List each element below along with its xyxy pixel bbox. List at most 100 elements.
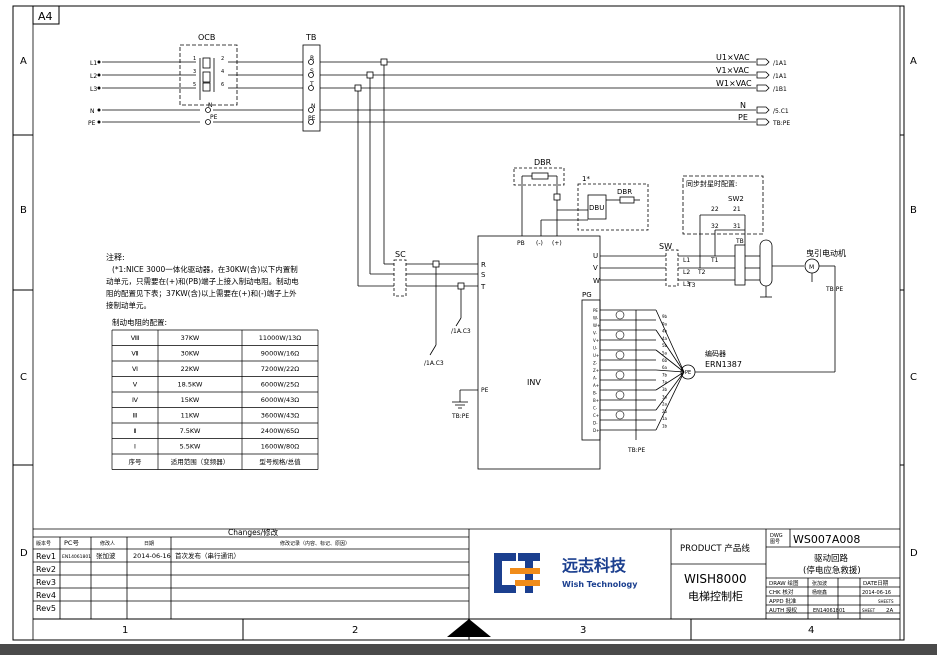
pg-pin-label: D+: [593, 428, 599, 433]
sheets-label: SHEETS: [878, 599, 894, 604]
col-label-1: 1: [122, 625, 128, 636]
rev2-label: Rev2: [36, 565, 56, 574]
rev1-person: 张加波: [96, 551, 116, 560]
date-value: 2014-06-16: [862, 590, 891, 596]
table-cell-spec: 6000W/43Ω: [261, 396, 299, 404]
notes-title: 注释:: [106, 252, 125, 262]
col-date: 日期: [144, 541, 154, 547]
mains-n: N: [90, 108, 95, 115]
ref-pe: TB:PE: [772, 120, 790, 127]
pg-pin-label: D-: [593, 421, 598, 426]
ref-n: /5.C1: [773, 108, 789, 115]
encoder-model: ERN1387: [705, 360, 742, 369]
center-marker-right: [469, 619, 491, 637]
table-cell-spec: 2400W/65Ω: [261, 427, 299, 435]
out-pe: PE: [738, 113, 748, 122]
table-cell-no: Ⅳ: [132, 396, 138, 404]
tb-t: T: [309, 81, 314, 88]
table-cell-kw: 18.5KW: [178, 381, 204, 389]
pg-pin-label: C+: [593, 413, 599, 418]
sync-21: 21: [733, 206, 741, 213]
mains-l1: L1: [90, 60, 97, 67]
pg-pin-label: Z-: [593, 361, 598, 366]
table-cell-spec: 1600W/80Ω: [261, 443, 299, 451]
draw-name: 张加波: [812, 580, 827, 587]
dwg-label-cn: 图号: [770, 539, 780, 545]
col-person: 修改人: [100, 540, 115, 547]
pg-pin-label: V+: [593, 338, 599, 343]
auth-label: AUTH 授权: [769, 606, 798, 614]
encoder-cable-pin-label: 1b: [662, 424, 668, 429]
ocb-term-1: 1: [193, 56, 196, 62]
dbr-label: DBR: [534, 158, 552, 167]
ref-w1: /1B1: [773, 86, 787, 93]
table-cell-spec: 6000W/25Ω: [261, 381, 299, 389]
chk-name: 杨晓鑫: [812, 589, 827, 596]
out-w1: W1×VAC: [716, 79, 752, 88]
ocb-term-4: 4: [221, 69, 224, 75]
tb-r: R: [310, 55, 314, 62]
auth-number: EN14061801: [813, 608, 845, 614]
row-label-c-right: C: [910, 372, 917, 383]
sw-l2: L2: [683, 269, 690, 276]
encoder-cable-pin-label: 6b: [662, 358, 668, 363]
dwg-number: WS007A008: [793, 533, 860, 546]
encoder-cable-pin-label: 9a: [662, 321, 668, 326]
motor-symbol: M: [809, 264, 814, 271]
row-label-b-left: B: [20, 205, 27, 216]
encoder-cable-pin-label: 2b: [662, 409, 668, 414]
appd-label: APPD 批准: [769, 597, 797, 605]
motor-label: 曳引电动机: [806, 248, 846, 258]
table-cell-kw: 7.5KW: [180, 427, 201, 435]
inverter-w: W: [593, 277, 600, 285]
sc-contactor: [358, 259, 478, 356]
sw-label: SW: [659, 242, 672, 251]
encoder-cable-pin-label: 7a: [662, 380, 668, 385]
inverter-pe-ref: TB:PE: [451, 413, 469, 420]
pg-pin-label: B+: [593, 398, 599, 403]
rev1-desc: 首次发布（串行通讯）: [175, 551, 240, 560]
row-label-b-right: B: [910, 205, 917, 216]
inverter-pb: PB: [517, 240, 525, 247]
draw-label: DRAW 绘图: [769, 579, 799, 587]
table-cell-kw: 37KW: [181, 334, 200, 342]
sync-32: 32: [711, 223, 719, 230]
tb-pe: PE: [308, 115, 316, 122]
table-cell-no: Ⅲ: [133, 412, 137, 420]
sheet-number: 2A: [886, 608, 893, 614]
sync-title: 同步封星时配置:: [686, 179, 737, 188]
ocb-term-6: 6: [221, 82, 224, 88]
sheet-size-label: A4: [38, 10, 53, 23]
table-cell-no: Ⅵ: [132, 365, 138, 373]
encoder-pe-ref: TB:PE: [627, 447, 645, 454]
chk-label: CHK 核对: [769, 588, 794, 596]
encoder-cable-pin-label: 6a: [662, 365, 668, 370]
pg-pin-label: C-: [593, 406, 598, 411]
notes-line-3: 阻的配置见下表；37KW(含)以上需要在(+)和(-)端子上外: [106, 288, 297, 298]
rev1-label: Rev1: [36, 552, 56, 561]
rev5-label: Rev5: [36, 604, 56, 613]
encoder-cable-pin-label: 4a: [662, 336, 668, 341]
inverter-v: V: [593, 264, 598, 272]
inverter-plus: (+): [552, 240, 562, 247]
table-cell-kw: 15KW: [181, 396, 200, 404]
mains-l3: L3: [90, 86, 97, 93]
row-label-c-left: C: [20, 372, 27, 383]
encoder-cable-pin-label: 5a: [662, 351, 668, 356]
table-cell-no: Ⅷ: [131, 334, 140, 342]
encoder-symbol: PE: [685, 370, 691, 376]
col-label-4: 4: [808, 625, 814, 636]
notes-line-1: (*1:NICE 3000一体化驱动器，在30KW(含)以下内置制: [112, 264, 298, 274]
ocb-n: N: [208, 102, 213, 109]
ocb-label: OCB: [198, 33, 215, 42]
pg-pin-label: W+: [593, 323, 600, 328]
table-cell-kw: 5.5KW: [180, 443, 201, 451]
table-cell-kw: 30KW: [181, 350, 200, 358]
mains-pe: PE: [88, 120, 96, 127]
mains-wiring: [102, 44, 756, 286]
ref-v1: /1A1: [773, 73, 787, 80]
sync-22: 22: [711, 206, 719, 213]
table-header-no: 序号: [129, 457, 143, 466]
encoder-cable-pin-label: 2a: [662, 402, 668, 407]
